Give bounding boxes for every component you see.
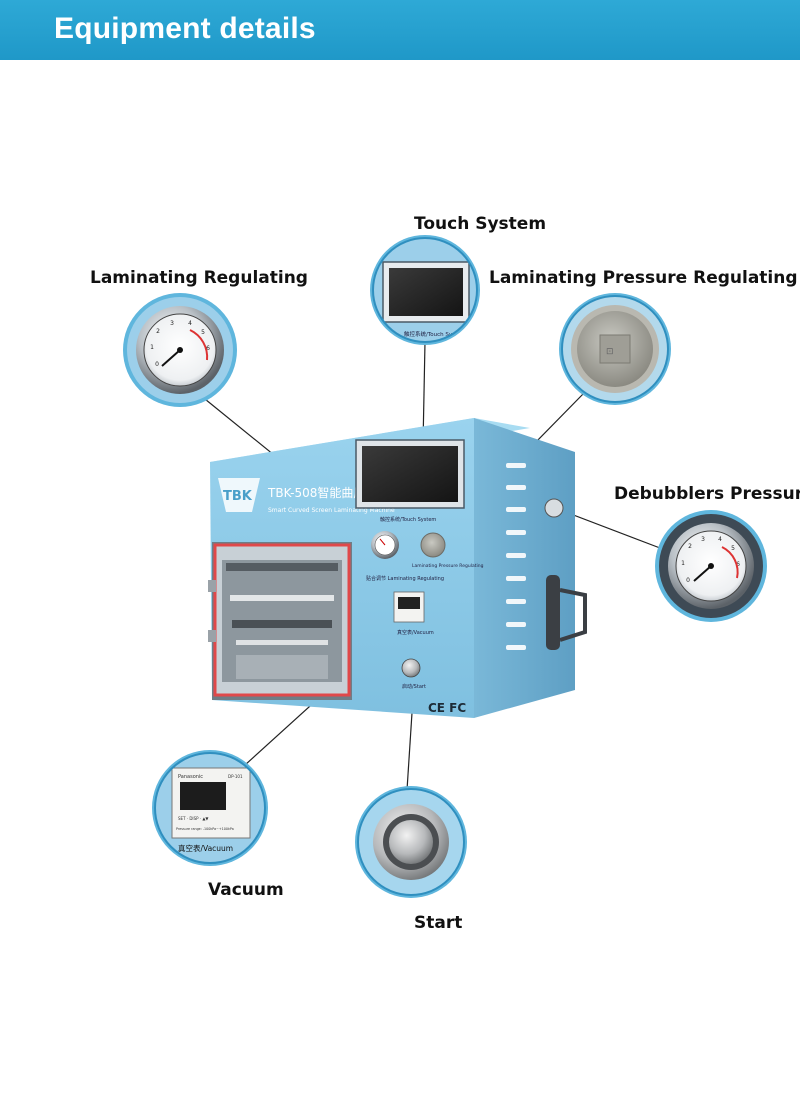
svg-text:DP-101: DP-101 xyxy=(228,774,243,779)
callout-vacuum: Panasonic DP-101 SET · DISP · ▲▼ Pressur… xyxy=(152,750,268,866)
svg-text:真空表/Vacuum: 真空表/Vacuum xyxy=(178,843,233,853)
label-start: Start xyxy=(414,913,463,933)
laminating-machine: TBK TBK-508智能曲屏贴合机 Smart Curved Screen L… xyxy=(208,418,587,718)
machine-side xyxy=(474,418,575,718)
label-debubblers-pressure: Debubblers Pressure xyxy=(614,484,800,504)
svg-text:0: 0 xyxy=(155,361,159,368)
svg-text:贴合调节 Laminating Regulating: 贴合调节 Laminating Regulating xyxy=(366,575,444,582)
chamber-door xyxy=(208,542,352,700)
svg-text:TBK: TBK xyxy=(223,489,253,504)
callout-laminating-regulating: 0 1 2 3 4 5 6 xyxy=(123,293,237,407)
svg-text:Laminating Pressure Regulating: Laminating Pressure Regulating xyxy=(412,563,484,569)
svg-text:1: 1 xyxy=(150,344,154,351)
svg-text:5: 5 xyxy=(201,329,205,336)
svg-text:1: 1 xyxy=(681,560,685,567)
svg-text:3: 3 xyxy=(170,320,174,327)
callout-debubblers-pressure: 0 1 2 3 4 5 6 xyxy=(655,510,767,622)
svg-text:2: 2 xyxy=(688,543,692,550)
svg-text:真空表/Vacuum: 真空表/Vacuum xyxy=(397,629,434,636)
svg-text:5: 5 xyxy=(731,545,735,552)
svg-text:SET · DISP · ▲▼: SET · DISP · ▲▼ xyxy=(178,816,209,821)
label-touch-system: Touch System xyxy=(414,214,547,234)
svg-text:4: 4 xyxy=(188,320,192,327)
model-subtitle: Smart Curved Screen Laminating Machine xyxy=(268,507,395,514)
page-title: Equipment details xyxy=(54,12,316,45)
svg-text:4: 4 xyxy=(718,536,722,543)
svg-text:6: 6 xyxy=(736,561,740,568)
svg-text:3: 3 xyxy=(701,536,705,543)
svg-text:⊡: ⊡ xyxy=(606,347,614,357)
svg-text:触控系统/Touch System: 触控系统/Touch System xyxy=(404,330,466,338)
svg-text:0: 0 xyxy=(686,577,690,584)
header-banner: Equipment details xyxy=(0,0,800,60)
svg-text:2: 2 xyxy=(156,328,160,335)
svg-text:Panasonic: Panasonic xyxy=(178,774,203,780)
callout-touch-system: 触控系统/Touch System xyxy=(370,235,480,345)
tbk-logo: TBK xyxy=(218,478,260,512)
callout-start xyxy=(355,786,467,898)
label-laminating-regulating: Laminating Regulating xyxy=(90,268,308,288)
svg-text:触控系统/Touch System: 触控系统/Touch System xyxy=(380,516,436,523)
callout-laminating-pressure: ⊡ xyxy=(559,293,671,405)
svg-text:6: 6 xyxy=(206,345,210,352)
cert-marks: CE FC xyxy=(428,701,466,715)
label-vacuum: Vacuum xyxy=(208,880,284,900)
svg-text:启动/Start: 启动/Start xyxy=(402,683,426,690)
svg-text:Pressure range: -100kPa~+100kP: Pressure range: -100kPa~+100kPa xyxy=(176,827,234,831)
label-laminating-pressure-regulating: Laminating Pressure Regulating xyxy=(489,268,798,288)
